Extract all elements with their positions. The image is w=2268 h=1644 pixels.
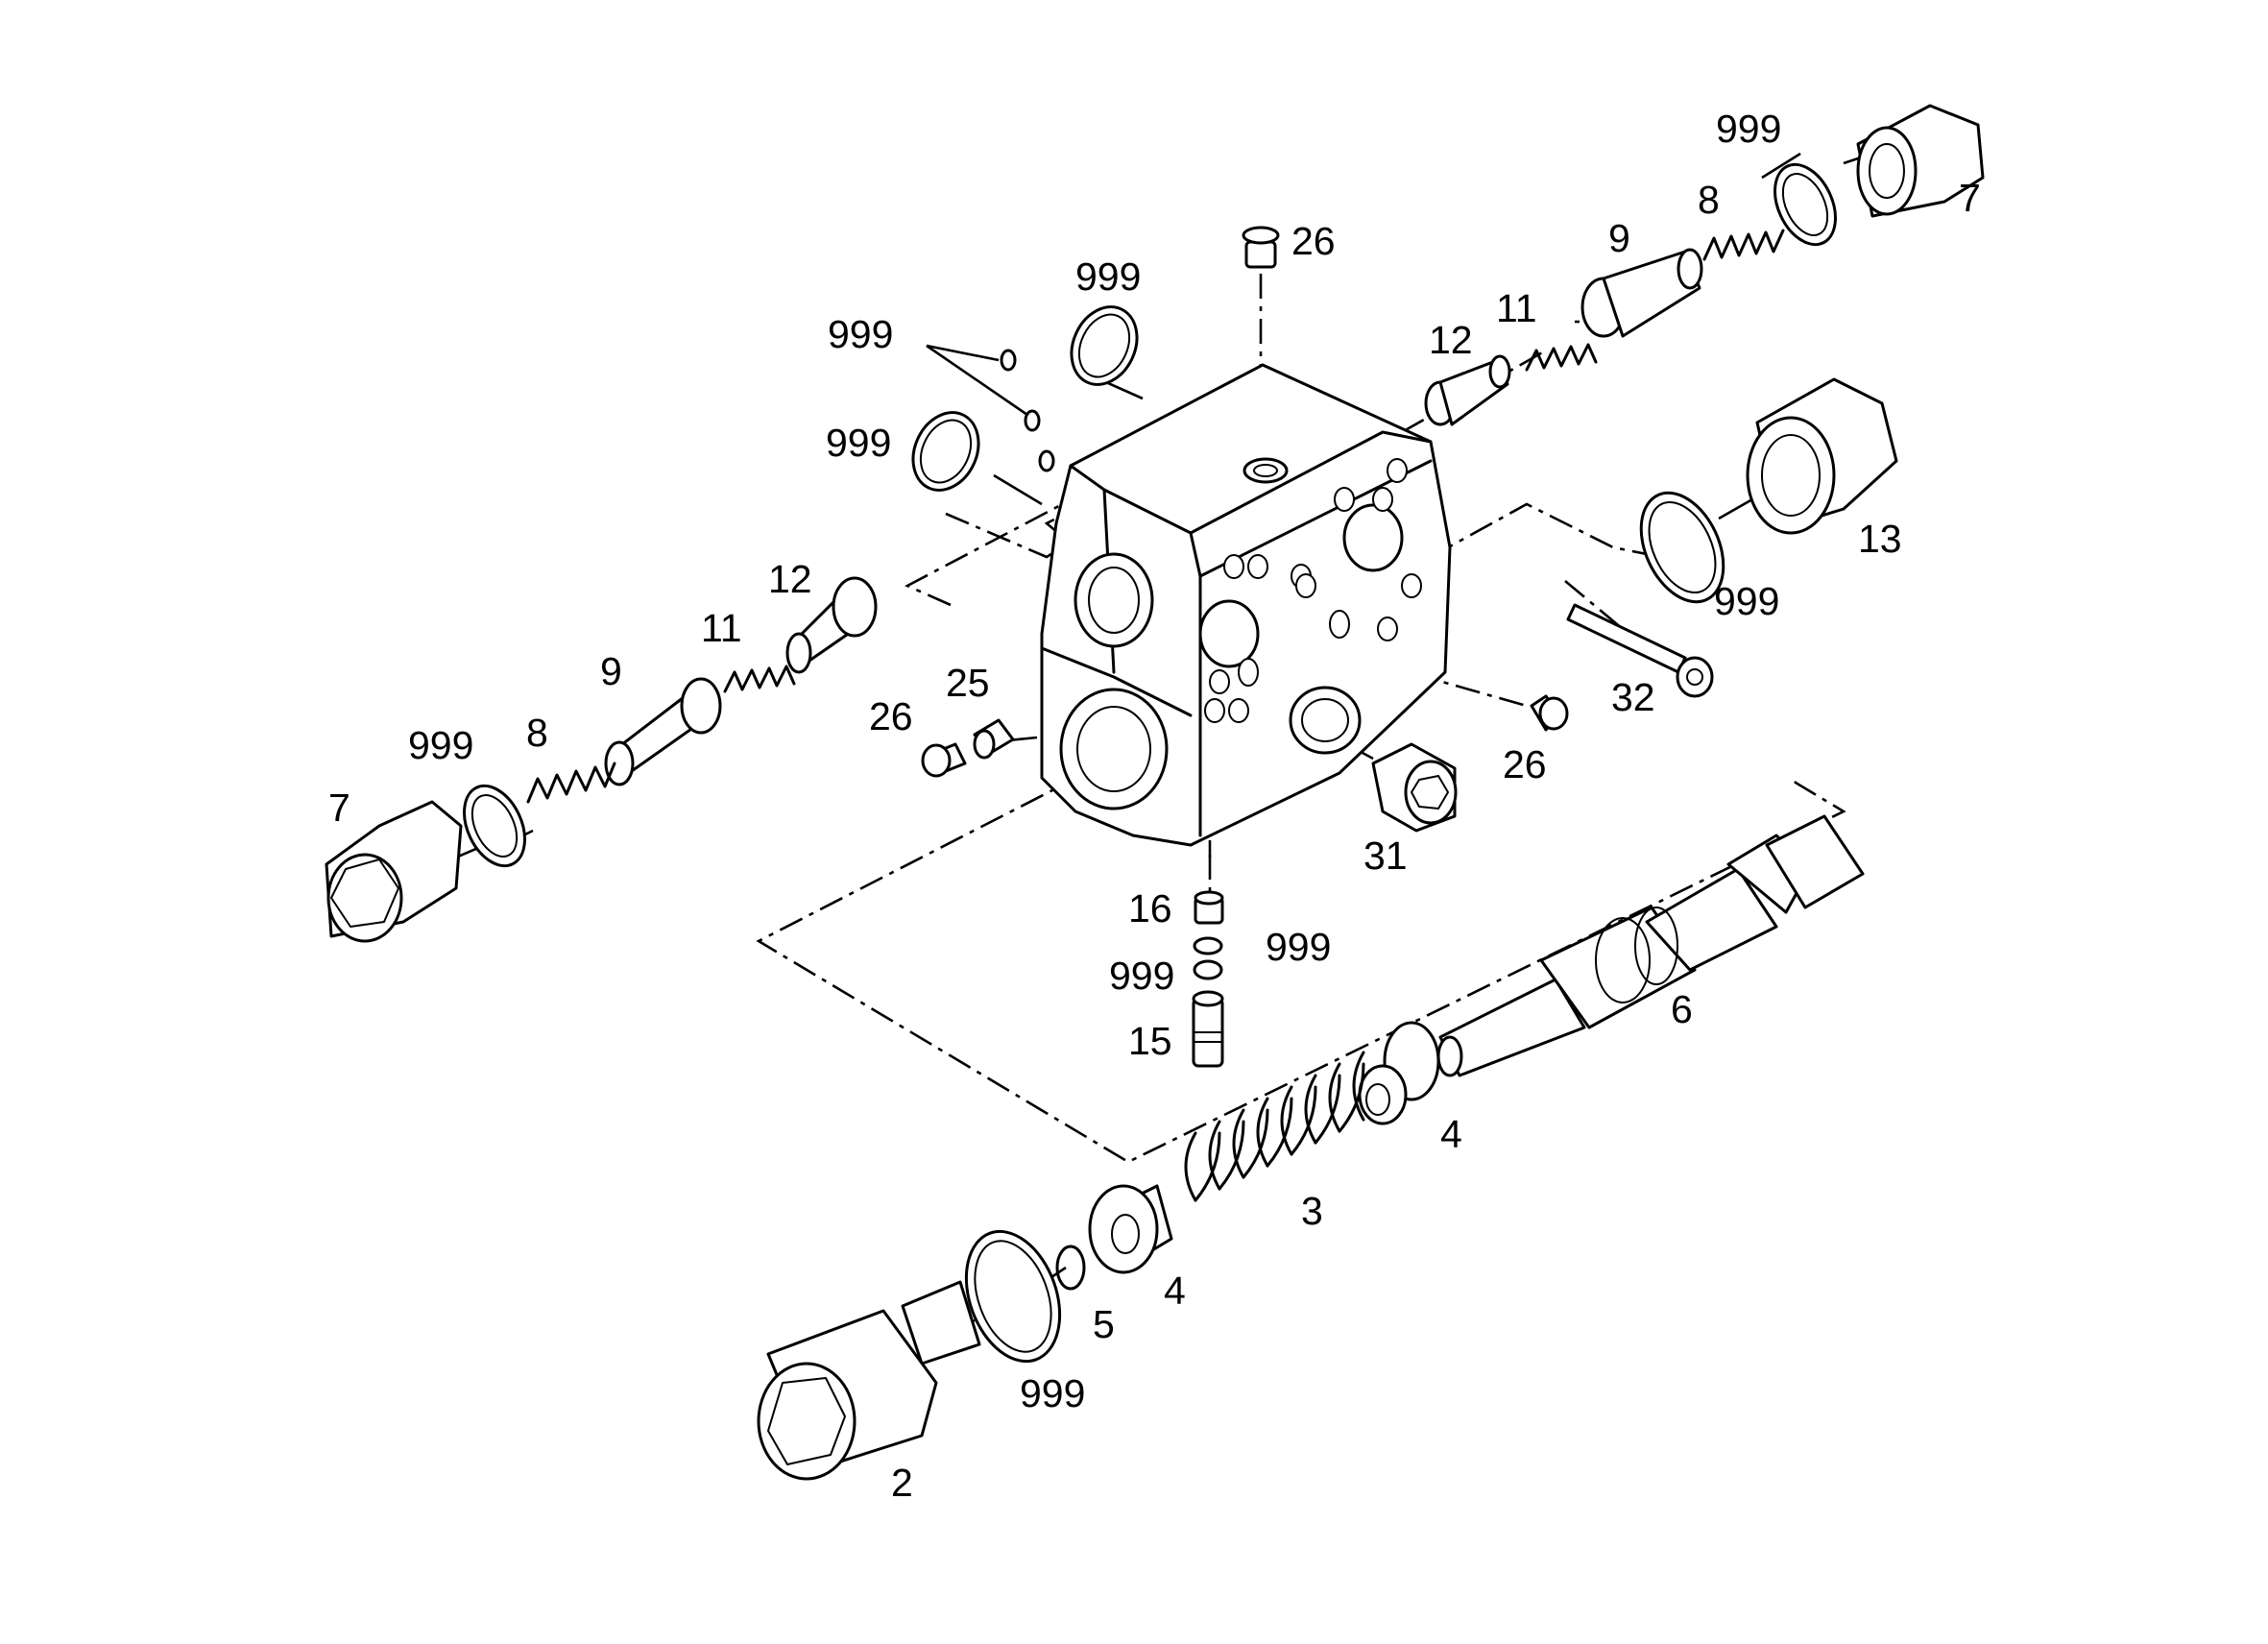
part-labels: 26 999 7 8 9 11 12 999 999 999 13 999 32… <box>328 107 1981 1505</box>
label-4-right: 4 <box>1440 1112 1462 1156</box>
label-12-left: 12 <box>768 557 812 601</box>
spring-8-left <box>526 762 616 804</box>
o-ring-999-13 <box>1639 491 1725 604</box>
label-2: 2 <box>891 1461 913 1505</box>
small-o-rings-999 <box>1000 349 1055 472</box>
label-26-left: 26 <box>869 694 913 738</box>
label-999-top-right: 999 <box>1716 107 1781 151</box>
label-11-left: 11 <box>701 606 742 650</box>
o-ring-999-bottom <box>964 1229 1062 1364</box>
spring-11-right <box>1525 343 1598 372</box>
plug-26-top <box>1242 226 1280 269</box>
label-32: 32 <box>1611 675 1655 719</box>
o-ring-999-16-right <box>1193 936 1223 955</box>
label-999-block-left: 999 <box>826 421 891 465</box>
bolt-32 <box>1566 603 1714 698</box>
o-ring-999-top-right <box>1773 162 1837 247</box>
label-8-left: 8 <box>526 711 548 755</box>
label-26-top: 26 <box>1291 219 1336 263</box>
clip-5 <box>1055 1245 1086 1291</box>
o-ring-999-block-top <box>1070 305 1139 386</box>
plug-26-right <box>1530 694 1569 732</box>
plug-7-left <box>325 800 463 943</box>
plug-13 <box>1746 377 1898 535</box>
housing-top-hole <box>1243 457 1289 484</box>
label-15: 15 <box>1128 1019 1172 1063</box>
housing-front-port-1 <box>1198 599 1260 668</box>
connector-999-block-left <box>993 473 1043 506</box>
label-7-right: 7 <box>1959 176 1981 220</box>
label-999-16-left: 999 <box>1109 954 1174 998</box>
label-999-bottom: 999 <box>1020 1371 1085 1415</box>
label-16: 16 <box>1128 886 1172 931</box>
spring-8-right <box>1702 229 1785 261</box>
label-8-right: 8 <box>1698 178 1720 222</box>
label-999-block-top: 999 <box>1075 254 1141 299</box>
o-ring-999-block-left <box>911 411 980 492</box>
plug-31 <box>1371 742 1458 833</box>
spring-seat-4-right <box>1358 1021 1440 1125</box>
leader-12-right <box>1401 349 1547 434</box>
label-9-left: 9 <box>600 649 622 693</box>
plug-26-left <box>921 742 967 778</box>
label-6: 6 <box>1671 987 1693 1031</box>
connector-999-13 <box>1718 497 1753 520</box>
label-999-left: 999 <box>408 723 473 767</box>
o-ring-999-left <box>463 784 526 868</box>
label-12-right: 12 <box>1429 318 1473 362</box>
valve-housing-block <box>1040 363 1452 847</box>
spring-11-left <box>723 665 796 693</box>
o-ring-999-16-left <box>1193 959 1223 980</box>
plug-7-right <box>1856 104 1985 218</box>
pointer-lines-999 <box>926 344 1028 417</box>
label-7-left: 7 <box>328 786 350 830</box>
label-26-right: 26 <box>1503 742 1547 786</box>
label-999-small-rings: 999 <box>828 312 893 356</box>
leader-spool-assembly <box>756 752 1846 1164</box>
plug-25 <box>973 718 1015 760</box>
label-9-right: 9 <box>1608 216 1630 260</box>
label-4-left: 4 <box>1164 1269 1186 1313</box>
valve-9-right <box>1580 248 1703 338</box>
spring-3 <box>1184 1051 1365 1202</box>
label-999-16-right: 999 <box>1266 925 1331 969</box>
piston-12-right <box>1424 354 1511 426</box>
plug-2 <box>757 1280 981 1481</box>
label-13: 13 <box>1858 517 1902 561</box>
label-11-right: 11 <box>1496 286 1537 330</box>
plug-16 <box>1194 890 1224 925</box>
pin-15 <box>1192 990 1224 1068</box>
leader-13 <box>1430 502 1662 559</box>
connector-999-top-right <box>1761 152 1801 180</box>
label-25: 25 <box>946 661 990 705</box>
housing-front-port-2 <box>1342 503 1404 572</box>
leader-25 <box>998 736 1038 743</box>
housing-port-upper-left <box>1074 552 1154 648</box>
label-3: 3 <box>1301 1189 1323 1233</box>
label-999-13: 999 <box>1714 579 1779 623</box>
valve-9-left <box>604 677 722 786</box>
spool-6 <box>1436 814 1865 1077</box>
housing-front-port-3 <box>1289 686 1362 755</box>
spring-seat-4-left <box>1088 1184 1173 1274</box>
piston-12-left <box>785 576 878 674</box>
label-31: 31 <box>1363 834 1408 878</box>
label-5: 5 <box>1093 1302 1115 1346</box>
